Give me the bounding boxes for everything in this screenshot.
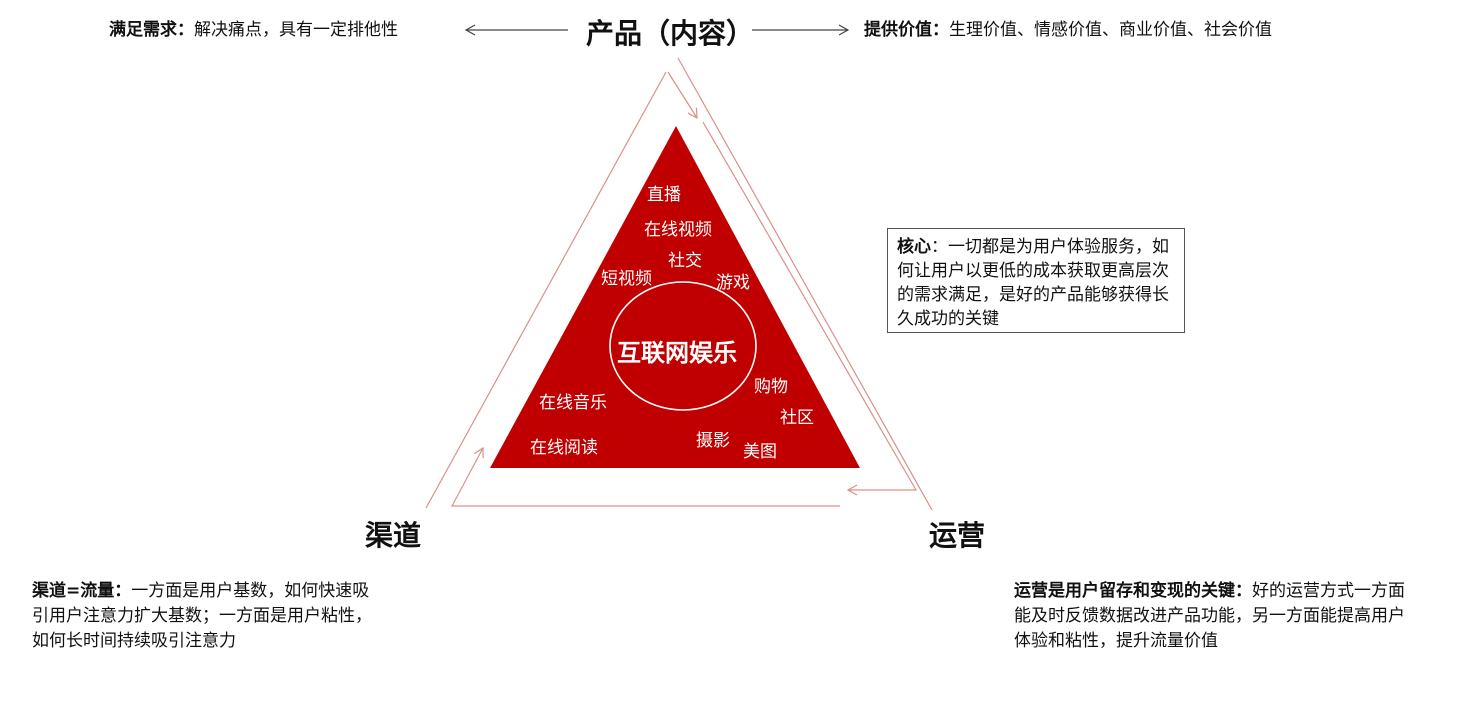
center-ellipse bbox=[609, 281, 757, 411]
core-text: ：一切都是为用户体验服务，如何让用户以更低的成本获取更高层次的需求满足，是好的产… bbox=[897, 237, 1169, 329]
core-bold: 核心 bbox=[897, 237, 931, 257]
value-desc: 生理价值、情感价值、商业价值、社会价值 bbox=[949, 20, 1272, 40]
arrow-product-to-operation bbox=[667, 71, 698, 120]
value-bold: 提供价值： bbox=[864, 20, 949, 40]
keyword-online-music: 在线音乐 bbox=[539, 393, 607, 413]
channel-title: 渠道 bbox=[365, 519, 422, 552]
operation-bold: 运营是用户留存和变现的关键： bbox=[1014, 581, 1252, 601]
keyword-social: 社交 bbox=[668, 251, 702, 271]
product-title: 产品（内容） bbox=[586, 17, 755, 50]
keyword-short-video: 短视频 bbox=[601, 269, 652, 289]
needs-bold: 满足需求： bbox=[109, 20, 194, 40]
needs-desc: 解决痛点，具有一定排他性 bbox=[194, 20, 398, 40]
needs-text: 满足需求：解决痛点，具有一定排他性 bbox=[109, 18, 398, 43]
channel-text: 渠道=流量：一方面是用户基数，如何快速吸引用户注意力扩大基数；一方面是用户粘性，… bbox=[32, 579, 377, 654]
outer-left-edge bbox=[425, 71, 667, 509]
keyword-beauty-photo: 美图 bbox=[743, 442, 777, 462]
keyword-online-reading: 在线阅读 bbox=[530, 438, 598, 458]
keyword-game: 游戏 bbox=[716, 273, 750, 293]
keyword-online-video: 在线视频 bbox=[644, 220, 712, 240]
red-triangle bbox=[490, 126, 860, 468]
outer-right-edge bbox=[677, 57, 933, 511]
operation-text: 运营是用户留存和变现的关键：好的运营方式一方面能及时反馈数据改进产品功能，另一方… bbox=[1014, 579, 1419, 654]
keyword-shopping: 购物 bbox=[754, 377, 788, 397]
operation-desc: 好的运营方式一方面能及时反馈数据改进产品功能，另一方面能提高用户体验和粘性，提升… bbox=[1014, 581, 1405, 651]
center-label: 互联网娱乐 bbox=[617, 339, 737, 367]
arrow-channel-to-product bbox=[450, 446, 840, 507]
keyword-photography: 摄影 bbox=[696, 431, 730, 451]
channel-desc: 一方面是用户基数，如何快速吸引用户注意力扩大基数；一方面是用户粘性，如何长时间持… bbox=[32, 581, 372, 651]
keyword-live: 直播 bbox=[647, 185, 681, 205]
keyword-community: 社区 bbox=[780, 408, 814, 428]
operation-title: 运营 bbox=[929, 519, 986, 552]
channel-bold: 渠道=流量： bbox=[32, 581, 132, 601]
arrow-operation-to-channel-1 bbox=[702, 121, 918, 496]
core-box: 核心：一切都是为用户体验服务，如何让用户以更低的成本获取更高层次的需求满足，是好… bbox=[887, 228, 1185, 333]
value-text: 提供价值：生理价值、情感价值、商业价值、社会价值 bbox=[864, 18, 1272, 43]
